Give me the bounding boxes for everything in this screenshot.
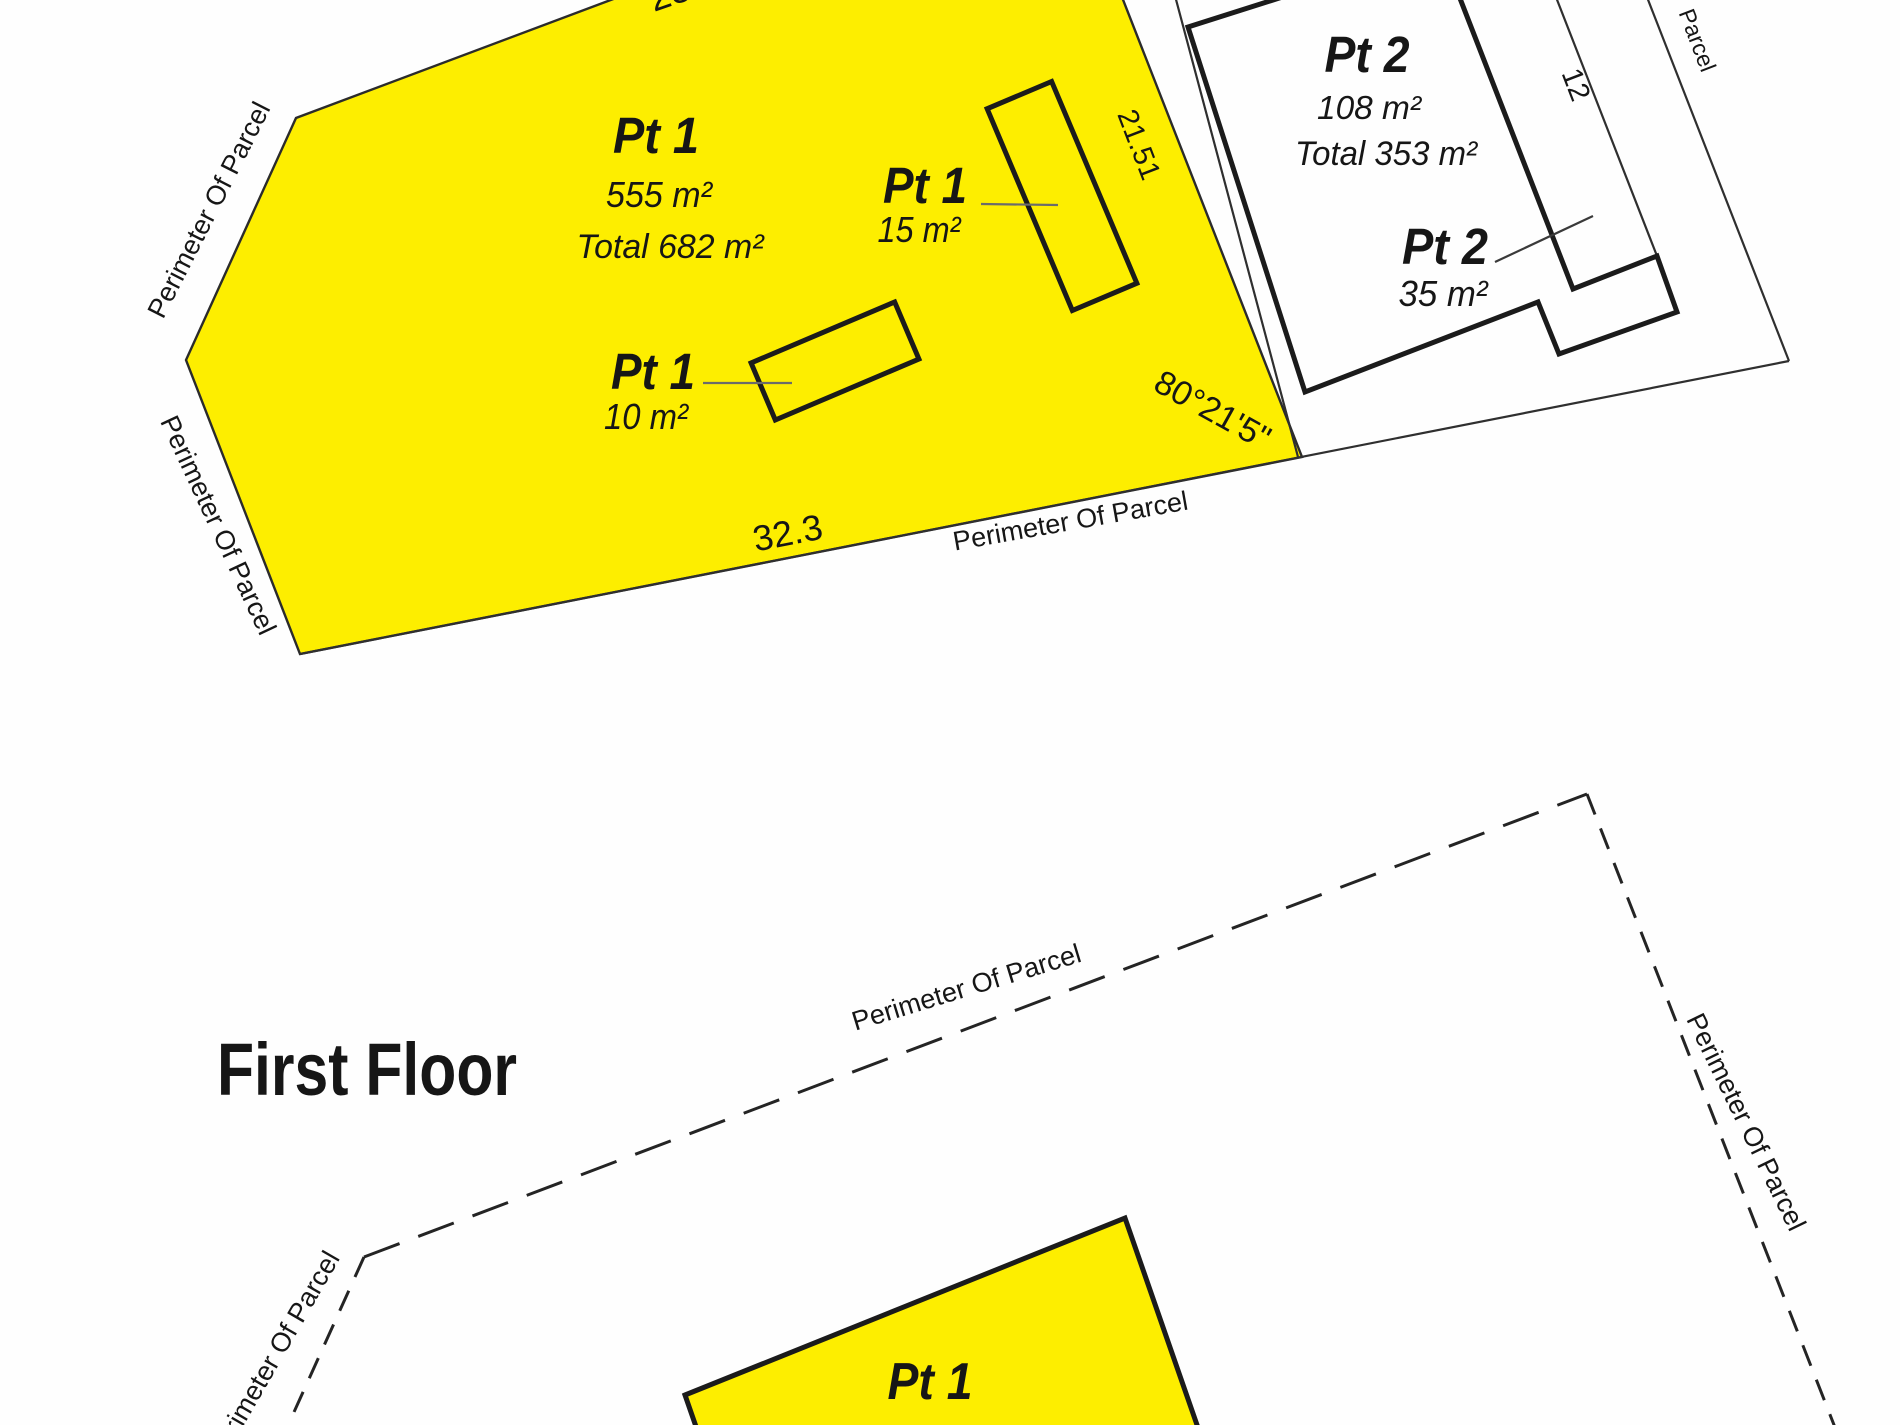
svg-text:Total 682 m²: Total 682 m²: [577, 228, 766, 266]
svg-text:Total 353 m²: Total 353 m²: [1295, 135, 1479, 173]
svg-text:10 m²: 10 m²: [604, 396, 690, 437]
svg-text:Pt 1: Pt 1: [883, 157, 967, 214]
svg-text:Pt 2: Pt 2: [1325, 26, 1410, 83]
svg-text:Pt 1: Pt 1: [613, 107, 699, 164]
svg-text:Pt 2: Pt 2: [1402, 218, 1488, 275]
svg-text:First Floor: First Floor: [217, 1028, 517, 1111]
svg-text:Pt 1: Pt 1: [611, 343, 695, 400]
svg-text:108 m²: 108 m²: [1317, 89, 1422, 126]
svg-text:15 m²: 15 m²: [878, 209, 963, 250]
svg-text:Pt 1: Pt 1: [888, 1353, 973, 1411]
svg-text:35 m²: 35 m²: [1399, 273, 1490, 314]
svg-text:555 m²: 555 m²: [606, 174, 714, 215]
